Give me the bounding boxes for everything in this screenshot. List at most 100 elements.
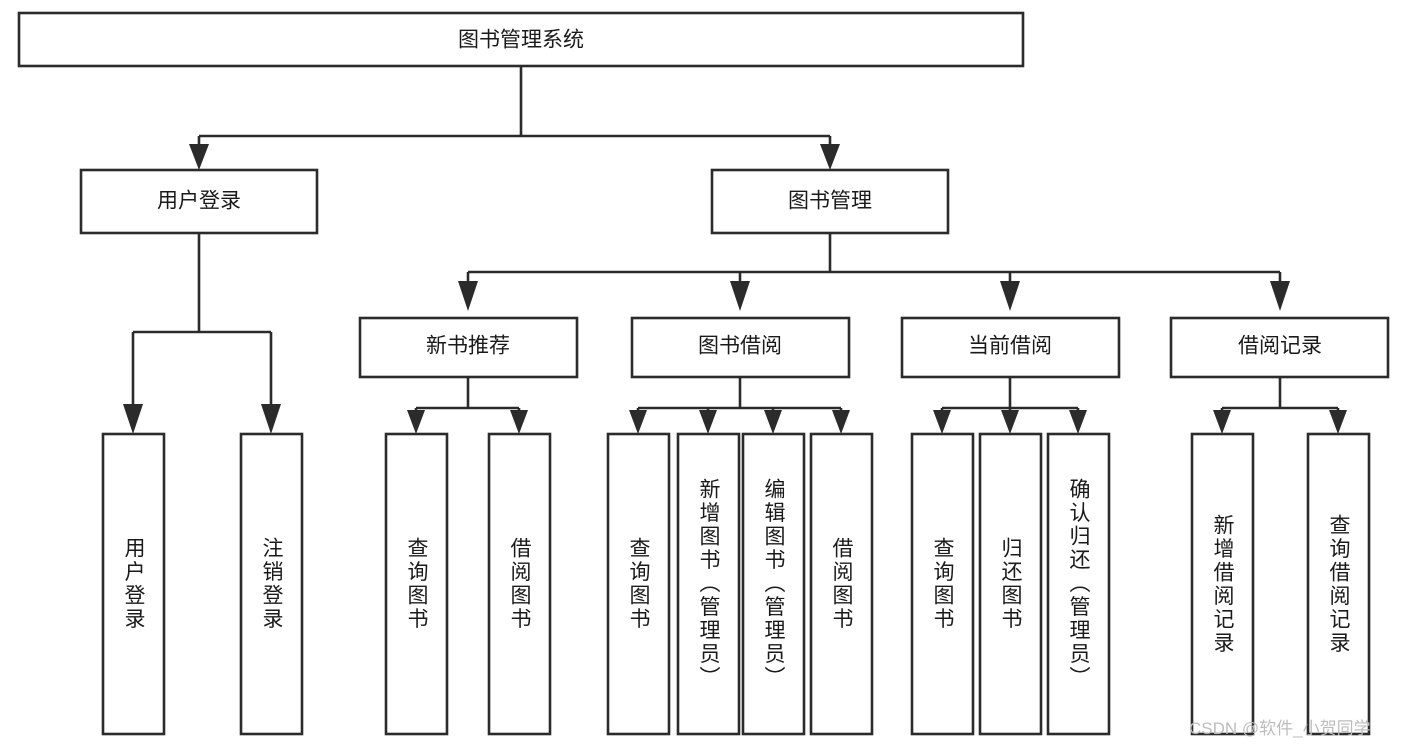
node-user-login-label: 用户登录 xyxy=(157,190,241,213)
connector-bookborrow-to-leaves xyxy=(629,377,850,434)
leaf-return-book[interactable]: 归还图书 xyxy=(978,432,1043,736)
node-book-management[interactable]: 图书管理 xyxy=(710,168,950,235)
leaf-user-login[interactable]: 用户登录 xyxy=(101,432,166,736)
leaf-query-book-3-label: 查询图书 xyxy=(931,537,954,631)
leaf-user-login-textwrap: 用户登录 xyxy=(122,537,145,631)
leaf-edit-book-box[interactable] xyxy=(741,432,806,736)
leaf-query-book-1-label: 查询图书 xyxy=(405,537,428,631)
node-borrow-record-box[interactable] xyxy=(1169,316,1390,379)
node-book-management-box[interactable] xyxy=(710,168,950,235)
arrow-head-user-login xyxy=(189,144,209,170)
leaf-confirm-return[interactable]: 确认归还（管理员） xyxy=(1046,432,1111,736)
leaf-confirm-return-label: 确认归还（管理员） xyxy=(1067,478,1090,690)
leaf-return-book-label: 归还图书 xyxy=(999,537,1022,631)
arrow-head-cb-confirm-return xyxy=(1069,410,1087,434)
leaf-add-book-label: 新增图书（管理员） xyxy=(697,478,720,690)
node-new-book-recommend[interactable]: 新书推荐 xyxy=(358,316,579,379)
node-current-borrow-box[interactable] xyxy=(900,316,1121,379)
node-book-borrow-box[interactable] xyxy=(630,316,851,379)
leaf-query-book-2-textwrap: 查询图书 xyxy=(627,537,650,631)
leaf-edit-book-label: 编辑图书（管理员） xyxy=(762,478,785,690)
leaf-borrow-book-2-label: 借阅图书 xyxy=(830,537,853,631)
arrow-head-leaf-user-login xyxy=(123,404,143,434)
leaf-add-borrow-record-textwrap: 新增借阅记录 xyxy=(1211,513,1234,655)
leaf-borrow-book-1[interactable]: 借阅图书 xyxy=(487,432,552,736)
leaf-query-book-3-textwrap: 查询图书 xyxy=(931,537,954,631)
arrow-head-cb-query-book xyxy=(933,410,951,434)
leaf-query-book-2-box[interactable] xyxy=(606,432,671,736)
node-user-login-box[interactable] xyxy=(79,168,319,235)
leaf-borrow-book-2[interactable]: 借阅图书 xyxy=(809,432,874,736)
leaf-logout-login[interactable]: 注销登录 xyxy=(239,432,304,736)
arrow-head-bb-add-book xyxy=(699,410,717,434)
leaf-edit-book[interactable]: 编辑图书（管理员） xyxy=(741,432,806,736)
leaf-return-book-box[interactable] xyxy=(978,432,1043,736)
leaf-add-book-box[interactable] xyxy=(676,432,741,736)
leaf-query-borrow-record[interactable]: 查询借阅记录 xyxy=(1306,432,1371,736)
arrow-head-nb-query-book xyxy=(407,410,425,434)
arrow-head-leaf-logout xyxy=(261,404,281,434)
node-borrow-record[interactable]: 借阅记录 xyxy=(1169,316,1390,379)
arrow-head-br-query-record xyxy=(1329,410,1347,434)
leaf-add-borrow-record[interactable]: 新增借阅记录 xyxy=(1190,432,1255,736)
connector-root-to-level2 xyxy=(189,66,840,170)
node-book-management-label: 图书管理 xyxy=(788,190,872,213)
leaf-user-login-box[interactable] xyxy=(101,432,166,736)
leaf-edit-book-textwrap: 编辑图书（管理员） xyxy=(762,478,785,690)
leaf-query-book-2[interactable]: 查询图书 xyxy=(606,432,671,736)
leaf-query-book-3[interactable]: 查询图书 xyxy=(910,432,975,736)
node-new-book-recommend-box[interactable] xyxy=(358,316,579,379)
arrow-head-br-add-record xyxy=(1213,410,1231,434)
node-current-borrow-label: 当前借阅 xyxy=(968,335,1052,358)
node-root-system-label: 图书管理系统 xyxy=(458,29,584,52)
leaf-query-book-1[interactable]: 查询图书 xyxy=(384,432,449,736)
node-borrow-record-label: 借阅记录 xyxy=(1238,335,1322,358)
leaf-query-borrow-record-box[interactable] xyxy=(1306,432,1371,736)
leaf-borrow-book-2-textwrap: 借阅图书 xyxy=(830,537,853,631)
leaf-add-borrow-record-box[interactable] xyxy=(1190,432,1255,736)
leaf-add-borrow-record-label: 新增借阅记录 xyxy=(1211,513,1234,655)
leaf-query-borrow-record-textwrap: 查询借阅记录 xyxy=(1327,513,1350,655)
arrow-head-new-book xyxy=(458,281,478,311)
leaf-query-book-2-label: 查询图书 xyxy=(627,537,650,631)
node-book-borrow[interactable]: 图书借阅 xyxy=(630,316,851,379)
leaf-query-book-1-textwrap: 查询图书 xyxy=(405,537,428,631)
node-new-book-recommend-label: 新书推荐 xyxy=(426,335,510,358)
arrow-head-book-borrow xyxy=(730,281,750,311)
connector-borrowrecord-to-leaves xyxy=(1213,377,1347,434)
node-book-borrow-label: 图书借阅 xyxy=(698,335,782,358)
arrow-head-bb-borrow-book xyxy=(832,410,850,434)
leaf-logout-login-label: 注销登录 xyxy=(260,537,283,631)
arrow-head-bb-query-book xyxy=(629,410,647,434)
leaf-logout-login-box[interactable] xyxy=(239,432,304,736)
arrow-head-nb-borrow-book xyxy=(510,410,528,434)
leaf-add-book[interactable]: 新增图书（管理员） xyxy=(676,432,741,736)
node-user-login[interactable]: 用户登录 xyxy=(79,168,319,235)
node-current-borrow[interactable]: 当前借阅 xyxy=(900,316,1121,379)
leaf-borrow-book-1-label: 借阅图书 xyxy=(508,537,531,631)
leaf-return-book-textwrap: 归还图书 xyxy=(999,537,1022,631)
arrow-head-book-management xyxy=(820,144,840,170)
leaf-confirm-return-textwrap: 确认归还（管理员） xyxy=(1067,478,1090,690)
node-root-system-box[interactable] xyxy=(17,11,1025,68)
arrow-head-current-borrow xyxy=(1000,281,1020,311)
arrow-head-borrow-record xyxy=(1270,281,1290,311)
connector-bookmgmt-to-level3 xyxy=(458,233,1290,311)
connector-newbook-to-leaves xyxy=(407,377,528,434)
leaf-borrow-book-1-textwrap: 借阅图书 xyxy=(508,537,531,631)
leaf-confirm-return-box[interactable] xyxy=(1046,432,1111,736)
leaf-query-book-1-box[interactable] xyxy=(384,432,449,736)
leaf-add-book-textwrap: 新增图书（管理员） xyxy=(697,478,720,690)
connector-currentborrow-to-leaves xyxy=(933,377,1087,434)
leaf-borrow-book-2-box[interactable] xyxy=(809,432,874,736)
arrow-head-bb-edit-book xyxy=(764,410,782,434)
leaf-borrow-book-1-box[interactable] xyxy=(487,432,552,736)
connector-userlogin-to-leaves xyxy=(123,233,281,434)
leaf-query-borrow-record-label: 查询借阅记录 xyxy=(1327,513,1350,655)
leaf-logout-login-textwrap: 注销登录 xyxy=(260,537,283,631)
node-root-system[interactable]: 图书管理系统 xyxy=(17,11,1025,68)
leaf-user-login-label: 用户登录 xyxy=(122,537,145,631)
leaf-query-book-3-box[interactable] xyxy=(910,432,975,736)
arrow-head-cb-return-book xyxy=(1001,410,1019,434)
